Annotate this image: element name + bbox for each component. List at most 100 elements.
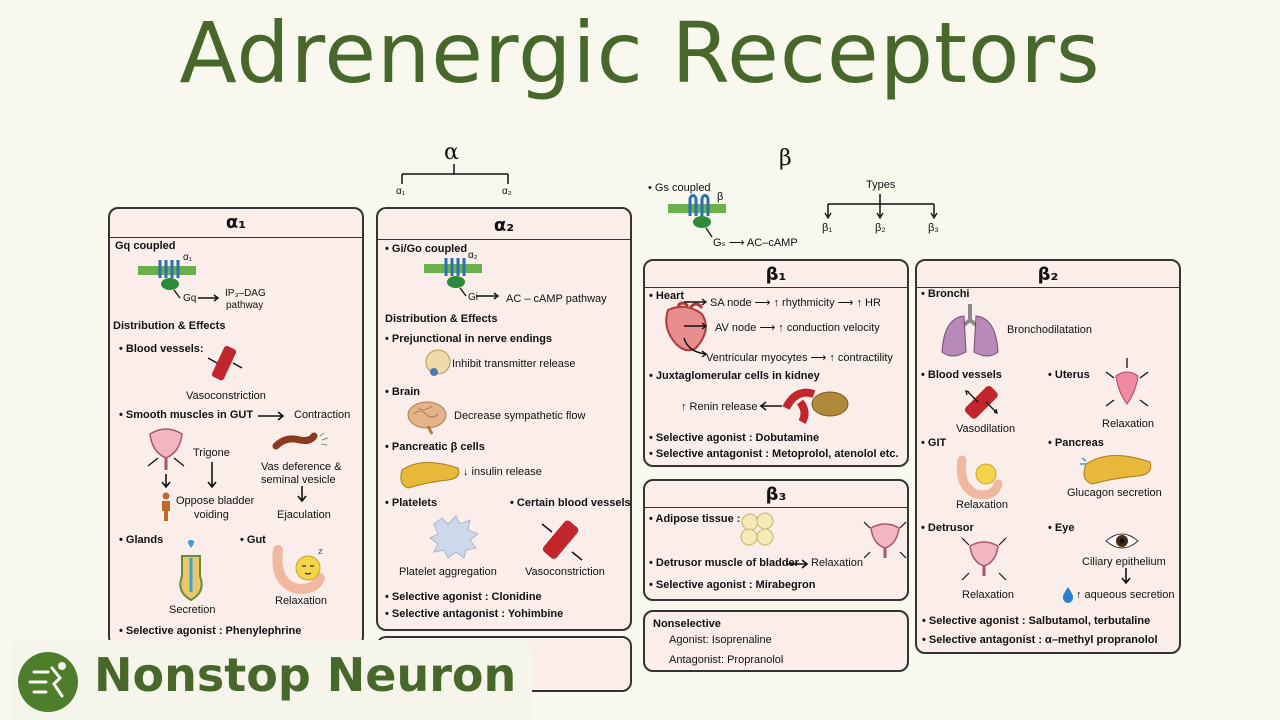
beta1-heart: • Heart [649, 290, 685, 302]
page-title: Adrenergic Receptors [179, 4, 1101, 102]
alpha1-oppose-1: Oppose bladder [176, 495, 255, 507]
beta2-uterus: • Uterus [1048, 369, 1090, 381]
heart-arrows [683, 298, 708, 358]
alpha1-header: α₁ [110, 209, 362, 238]
beta2-aqueous: ↑ aqueous secretion [1076, 589, 1175, 601]
beta1-sa: SA node ⟶ ↑ rhythmicity ⟶ ↑ HR [710, 297, 881, 309]
alpha-1-label: α₁ [396, 186, 406, 197]
alpha1-agonist: • Selective agonist : Phenylephrine [119, 625, 302, 637]
beta1-vent: Ventricular myocytes ⟶ ↑ contractility [706, 352, 893, 364]
beta1-renin: ↑ Renin release [681, 401, 758, 413]
beta2-git: • GIT [921, 437, 947, 449]
gut-icon: z [272, 545, 325, 594]
alpha2-platelets: • Platelets [385, 497, 438, 509]
alpha1-ejac: Ejaculation [277, 509, 331, 521]
beta2-drelax: Relaxation [962, 589, 1014, 601]
beta1-antagonist: • Selective antagonist : Metoprolol, ate… [649, 448, 899, 460]
alpha1-vasocon: Vasoconstriction [186, 390, 266, 402]
adipose-icon [740, 512, 774, 546]
brand-name: Nonstop Neuron [94, 648, 517, 702]
alpha1-gut: • Gut [240, 534, 266, 546]
beta-coupling: • Gs coupled [648, 182, 711, 194]
beta2-detrusor: • Detrusor [921, 522, 974, 534]
brain-icon [407, 401, 447, 435]
alpha1-receptor-icon [138, 260, 220, 302]
beta2-urelax: Relaxation [1102, 418, 1154, 430]
alpha2-decrease: Decrease sympathetic flow [454, 410, 586, 422]
alpha2-gprotein: Gi [468, 292, 478, 303]
beta2-pancreas: • Pancreas [1048, 437, 1104, 449]
alpha2-certain: • Certain blood vessels [510, 497, 631, 509]
alpha2-receptor-label: α₂ [468, 250, 478, 261]
arrow-down-icon-2 [207, 462, 217, 489]
beta2-eye: • Eye [1048, 522, 1075, 534]
alpha2-panc: • Pancreatic β cells [385, 441, 485, 453]
alpha2-brain: • Brain [385, 386, 421, 398]
beta3-adipose: • Adipose tissue : [649, 513, 741, 525]
alpha1-vas-2: seminal vesicle [261, 474, 336, 486]
arrow-down-icon-4 [1121, 568, 1131, 585]
alpha2-insulin: ↓ insulin release [463, 466, 542, 478]
beta-1-type: β₁ [822, 222, 833, 234]
bladder-icon [147, 428, 185, 470]
beta2-grelax: Relaxation [956, 499, 1008, 511]
pancreas-icon [400, 462, 460, 489]
alpha1-trigone: Trigone [193, 447, 230, 459]
bladder-icon-2 [863, 521, 907, 559]
beta1-agonist: • Selective agonist : Dobutamine [649, 432, 820, 444]
alpha2-vasocon: Vasoconstriction [525, 566, 605, 578]
beta-pathway: Gₛ ⟶ AC–cAMP [713, 237, 798, 249]
beta2-antagonist: • Selective antagonist : α–methyl propra… [922, 634, 1158, 646]
beta3-box: β₃ [643, 479, 909, 601]
alpha2-inhibit: Inhibit transmitter release [452, 358, 576, 370]
beta2-glucagon: Glucagon secretion [1067, 487, 1162, 499]
alpha1-dist: Distribution & Effects [113, 320, 226, 332]
nonsel-agonist: Agonist: Isoprenaline [669, 634, 772, 646]
beta1-header: β₁ [645, 261, 907, 288]
alpha2-antagonist: • Selective antagonist : Yohimbine [385, 608, 564, 620]
alpha1-receptor-label: α₁ [183, 252, 193, 263]
beta2-vasodil: Vasodilation [956, 423, 1016, 435]
platelet-icon [429, 515, 480, 559]
beta2-bronchi: • Bronchi [921, 288, 970, 300]
beta-receptor-icon [668, 194, 726, 238]
alpha2-dist: Distribution & Effects [385, 313, 498, 325]
alpha-2-label: α₂ [502, 186, 512, 197]
beta2-bronchodil: Bronchodilatation [1007, 324, 1093, 336]
alpha1-oppose-2: voiding [194, 509, 229, 521]
beta2-agonist: • Selective agonist : Salbutamol, terbut… [922, 615, 1151, 627]
eye-icon [1105, 533, 1139, 549]
lungs-icon [941, 304, 999, 357]
alpha2-header: α₂ [493, 215, 515, 236]
person-icon [162, 492, 170, 521]
beta1-jux: • Juxtaglomerular cells in kidney [649, 370, 820, 382]
alpha1-glands: • Glands [119, 534, 164, 546]
gut-icon-2 [956, 455, 1003, 500]
beta2-ciliary: Ciliary epithelium [1082, 556, 1166, 568]
alpha1-smooth: • Smooth muscles in GUT [119, 409, 254, 421]
alpha2-agonist: • Selective agonist : Clonidine [385, 591, 542, 603]
beta-types-label: Types [866, 179, 896, 191]
beta1-av: AV node ⟶ ↑ conduction velocity [715, 322, 880, 334]
beta3-detrusor: • Detrusor muscle of bladder [649, 557, 799, 569]
alpha1-relax: Relaxation [275, 595, 327, 607]
alpha1-pathway-1: IP₃–DAG [225, 288, 266, 299]
nonselective-box [643, 610, 909, 672]
beta2-header: β₂ [917, 261, 1179, 288]
vessel-icon-2 [541, 520, 583, 561]
pancreas-icon-2 [1080, 454, 1152, 485]
alpha2-receptor-icon [424, 258, 500, 300]
alpha1-coupling: Gq coupled [115, 240, 176, 252]
brand-bar [10, 640, 532, 720]
alpha1-secretion: Secretion [169, 604, 216, 616]
vessel-icon [207, 345, 243, 381]
arrow-down-icon [161, 474, 171, 489]
arrow-down-icon-3 [297, 486, 307, 503]
alpha2-coupling: • Gi/Go coupled [385, 243, 468, 255]
nonsel-title: Nonselective [653, 618, 721, 630]
beta2-blood: • Blood vessels [921, 369, 1002, 381]
bladder-icon-3 [961, 537, 1007, 581]
arrow-icon-2 [786, 559, 809, 569]
nonsel-antagonist: Antagonist: Propranolol [669, 654, 784, 666]
